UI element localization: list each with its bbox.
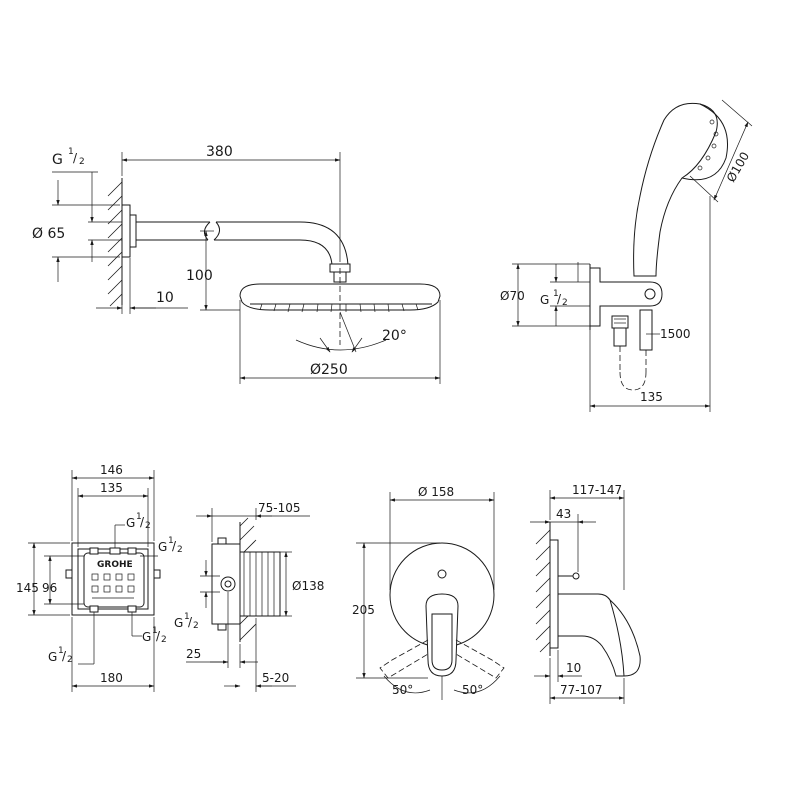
svg-text:2: 2 <box>79 157 85 167</box>
svg-text:2: 2 <box>145 521 151 531</box>
trim-diameter-label: Ø 158 <box>418 485 454 499</box>
wall-hatch <box>107 178 123 307</box>
box-inner-height-label: 96 <box>42 581 57 595</box>
head-diameter-label: Ø250 <box>310 362 348 378</box>
svg-text:/: / <box>156 629 161 643</box>
hand-shower-view: Ø100 Ø70 G 1 / 2 1500 135 <box>500 99 753 412</box>
svg-text:2: 2 <box>562 298 568 308</box>
box-side-connection-label: G <box>174 616 183 630</box>
angle-right-label: 50° <box>462 683 483 697</box>
trim-height-label: 205 <box>352 603 375 617</box>
arm-length-label: 380 <box>206 144 233 160</box>
svg-text:1: 1 <box>136 512 142 522</box>
svg-text:2: 2 <box>67 655 73 665</box>
svg-text:1: 1 <box>553 289 559 299</box>
wall-outlet <box>589 267 663 327</box>
connection-label: G <box>52 152 63 168</box>
drop-height-label: 100 <box>186 268 213 284</box>
trim-front-view: Ø 158 205 50° 50° <box>352 485 505 700</box>
tilt-angle-label: 20° <box>382 328 407 344</box>
handle-offset-label: 43 <box>556 507 571 521</box>
diverter-button <box>437 569 447 579</box>
port-label-bottom-right: G <box>142 630 151 644</box>
svg-text:2: 2 <box>193 621 199 631</box>
port-label-top: G <box>126 516 135 530</box>
hand-projection-label: 135 <box>640 390 663 404</box>
box-outer-height-label: 145 <box>16 581 39 595</box>
port-label-right: G <box>158 540 167 554</box>
shower-head-view: 380 G 1 / 2 Ø 65 100 10 20° <box>32 144 441 384</box>
trim-projection-label: 117-147 <box>572 483 622 497</box>
box-outline <box>71 542 155 616</box>
svg-text:/: / <box>172 539 177 553</box>
svg-text:2: 2 <box>177 545 183 555</box>
svg-text:/: / <box>557 292 562 306</box>
mixer-lever <box>425 593 459 677</box>
svg-text:1: 1 <box>152 626 158 636</box>
svg-text:/: / <box>73 151 78 165</box>
hose-length-label: 1500 <box>660 327 691 341</box>
svg-text:/: / <box>140 515 145 529</box>
plaster-range-label: 5-20 <box>262 671 289 685</box>
wall-rosette <box>121 204 131 258</box>
box-depth-label: 75-105 <box>258 501 301 515</box>
svg-text:2: 2 <box>161 635 167 645</box>
box-front-view: GROHE 146 135 G 1 / 2 <box>16 463 183 692</box>
box-symbols <box>91 573 135 599</box>
wall-offset-label: 10 <box>156 290 174 306</box>
box-inner-width-label: 135 <box>100 481 123 495</box>
box-diameter-label: Ø138 <box>292 579 324 593</box>
trim-side-view: 117-147 43 10 77-107 <box>530 483 641 704</box>
trim-side-rosette <box>549 539 559 649</box>
hand-connection-label: G <box>540 293 549 307</box>
box-side-view: 75-105 Ø138 G 1 / 2 25 5-20 <box>174 501 324 692</box>
port-label-bottom-left: G <box>48 650 57 664</box>
svg-text:/: / <box>62 649 67 663</box>
angle-left-label: 50° <box>392 683 413 697</box>
wall-gap-label: 10 <box>566 661 581 675</box>
svg-text:1: 1 <box>168 536 174 546</box>
box-base-width-label: 180 <box>100 671 123 685</box>
box-outer-width-label: 146 <box>100 463 123 477</box>
svg-text:/: / <box>188 615 193 629</box>
nozzles <box>259 303 419 313</box>
trim-depth-label: 77-107 <box>560 683 603 697</box>
brand-label: GROHE <box>97 560 133 570</box>
shower-arm <box>136 221 210 241</box>
box-thread <box>243 552 275 616</box>
svg-text:1: 1 <box>184 612 190 622</box>
svg-text:1: 1 <box>68 147 74 157</box>
trim-side-lever <box>557 593 641 677</box>
svg-text:1: 1 <box>58 646 64 656</box>
outlet-diameter-label: Ø70 <box>500 289 525 303</box>
rosette-diameter-label: Ø 65 <box>32 226 65 242</box>
box-offset-label: 25 <box>186 647 201 661</box>
